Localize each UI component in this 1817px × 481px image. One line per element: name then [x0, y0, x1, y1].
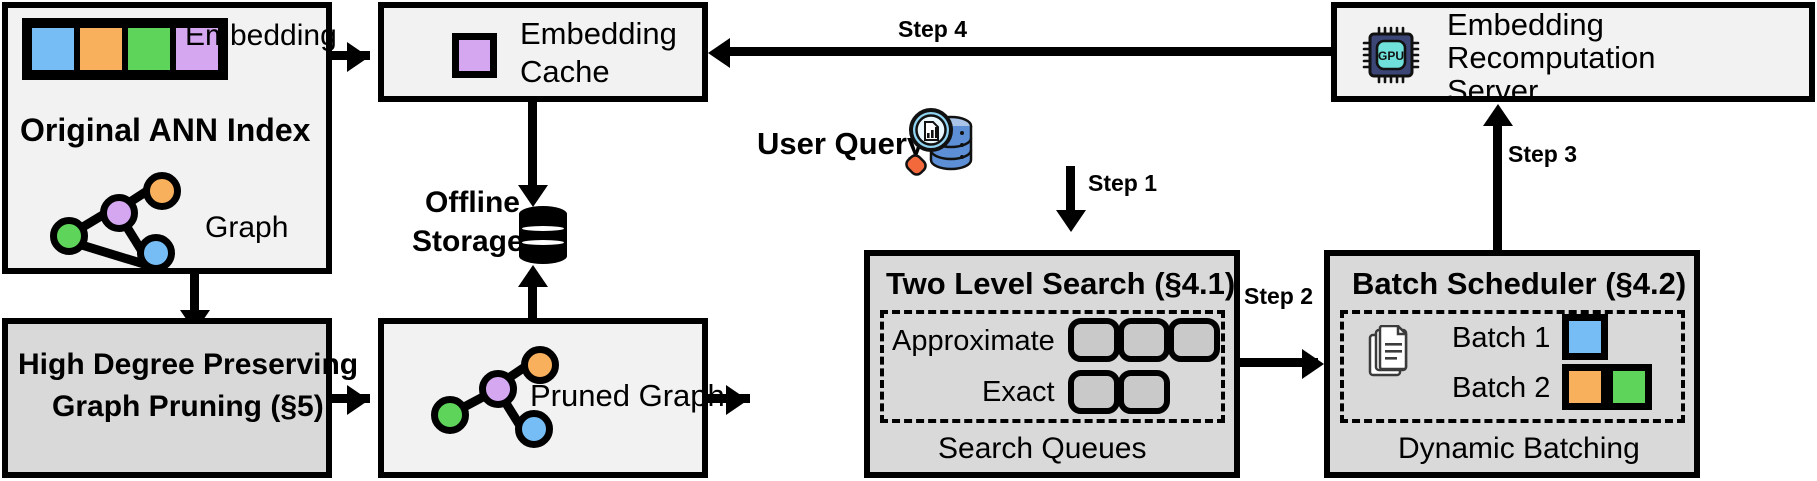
arrow-prunedgraph-to-storage-line	[528, 272, 537, 320]
two-level-search-box	[864, 250, 1240, 478]
data-search-icon	[905, 108, 973, 176]
step2-label: Step 2	[1244, 283, 1314, 309]
gpu-chip-icon: GPU	[1362, 26, 1420, 84]
graph-node-orange	[143, 172, 181, 210]
embedding-cell-purple	[173, 25, 221, 73]
batch-2-label: Batch 2	[1452, 372, 1551, 404]
two-level-search-title: Two Level Search (§4.1)	[886, 266, 1236, 301]
graph-node-green	[50, 217, 88, 255]
exact-row-label: Exact	[982, 376, 1055, 408]
batch-scheduler-title: Batch Scheduler (§4.2)	[1352, 266, 1687, 301]
embedding-label: Embedding	[185, 19, 337, 52]
offline-storage-label-line1: Offline	[425, 186, 520, 219]
search-queues-panel	[880, 310, 1225, 423]
pruned-graph-label: Pruned Graph	[530, 378, 725, 413]
gpu-icon-label: GPU	[1378, 49, 1404, 63]
arrow-ann-to-pruning-line	[190, 274, 199, 316]
pruned-node-green	[431, 396, 469, 434]
embedding-cache-swatch	[452, 33, 497, 78]
original-ann-index-title: Original ANN Index	[20, 112, 311, 148]
arrow-step3-head	[1483, 104, 1513, 126]
dynamic-batching-footer: Dynamic Batching	[1398, 432, 1640, 465]
arrow-step1-head	[1056, 210, 1086, 232]
graph-pruning-title-line1: High Degree Preserving	[18, 348, 359, 381]
user-query-label: User Query	[757, 126, 925, 161]
batch-2-item-orange	[1562, 364, 1608, 410]
arrow-step1-line	[1066, 166, 1075, 216]
arrow-cache-to-storage-line	[528, 102, 537, 190]
graph-pruning-box	[2, 318, 332, 478]
exact-slot-2	[1118, 370, 1170, 414]
offline-storage-label-line2: Storage	[412, 225, 524, 258]
arrow-step2-line	[1240, 358, 1318, 367]
db-gap-2	[521, 240, 565, 245]
embedding-cache-title-line2: Cache	[520, 54, 610, 89]
batch-2-item-green	[1606, 364, 1652, 410]
arrow-step4-line	[724, 47, 1334, 56]
dynamic-batching-panel	[1340, 310, 1685, 423]
arrow-cache-to-storage-head	[518, 185, 548, 207]
database-cylinder-icon	[519, 206, 567, 264]
arrow-step3-line	[1493, 120, 1502, 252]
step4-label: Step 4	[898, 16, 968, 42]
document-stack-icon	[1368, 325, 1408, 377]
arrow-pruning-to-prunedgraph-head	[347, 385, 369, 415]
embedding-vector-strip	[22, 18, 228, 80]
embedding-cache-box	[378, 2, 708, 102]
arrow-step4-head	[708, 38, 730, 68]
embedding-cache-title-line1: Embedding	[520, 16, 677, 51]
graph-label: Graph	[205, 211, 289, 244]
graph-node-blue	[137, 234, 175, 272]
pruned-node-purple	[479, 370, 517, 408]
graph-node-purple	[100, 194, 138, 232]
exact-slot-1	[1068, 370, 1120, 414]
approximate-slot-1	[1068, 318, 1120, 362]
recomputation-server-line3: Server	[1447, 73, 1539, 108]
embedding-cell-orange	[77, 25, 125, 73]
search-queues-footer: Search Queues	[938, 432, 1147, 465]
graph-pruning-title-line2: Graph Pruning (§5)	[52, 390, 324, 423]
approximate-row-label: Approximate	[892, 325, 1055, 357]
arrow-ann-to-cache-head	[347, 42, 369, 72]
step1-label: Step 1	[1088, 170, 1158, 196]
approximate-slot-2	[1118, 318, 1170, 362]
arrow-step2-head	[1302, 349, 1324, 379]
step3-label: Step 3	[1508, 141, 1578, 167]
recomputation-server-line1: Embedding	[1447, 7, 1604, 42]
batch-1-label: Batch 1	[1452, 322, 1551, 354]
db-bottom-disc	[519, 248, 567, 264]
arrow-prunedgraph-to-search-head	[726, 385, 748, 415]
db-gap-1	[521, 226, 565, 231]
pruned-node-orange	[521, 346, 559, 384]
batch-1-item-blue	[1562, 314, 1608, 360]
pruned-node-blue	[515, 410, 553, 448]
embedding-cell-blue	[29, 25, 77, 73]
arrow-prunedgraph-to-storage-head	[518, 265, 548, 287]
approximate-slot-3	[1168, 318, 1220, 362]
pruned-graph-widget	[428, 340, 559, 455]
recomputation-server-line2: Recomputation	[1447, 40, 1656, 75]
pruned-graph-box	[378, 318, 708, 478]
embedding-cell-green	[125, 25, 173, 73]
original-ann-graph	[45, 172, 185, 274]
db-top-disc	[519, 206, 567, 222]
